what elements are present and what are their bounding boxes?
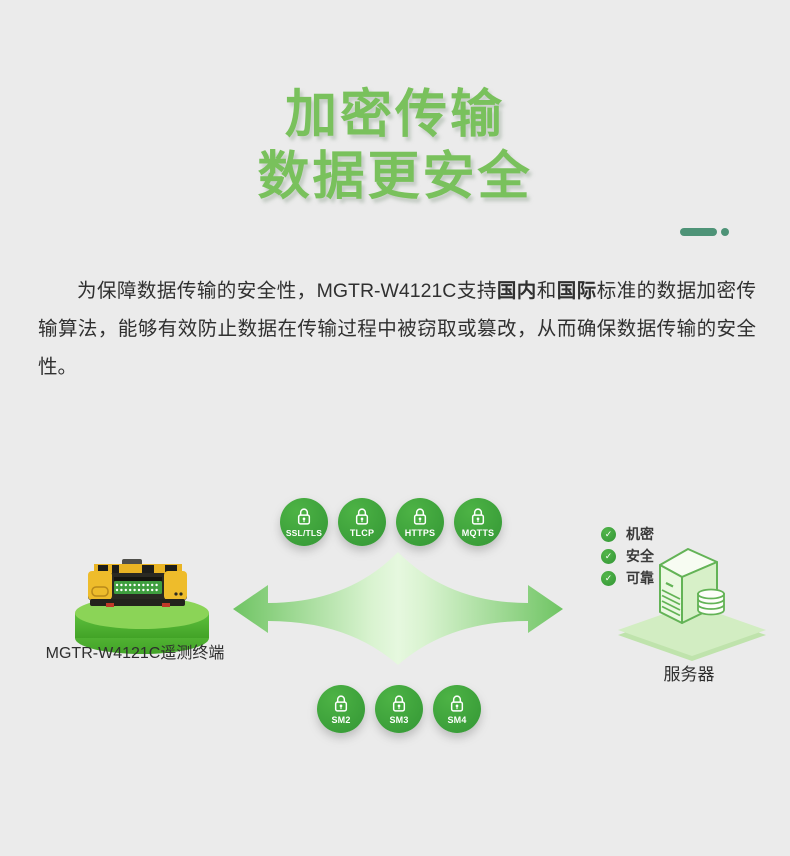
feature-row-reliable: ✓ 可靠	[601, 570, 654, 586]
protocol-label: SM3	[389, 715, 409, 725]
feature-row-confidential: ✓ 机密	[601, 526, 654, 542]
intro-text-3: 标准的数据加密传输算法，能够有效防止数据在传输过程中被窃取或篡改，从而确保数据传…	[38, 280, 756, 378]
protocol-badge-ssl-tls: SSL/TLS	[280, 498, 328, 546]
device-label: MGTR-W4121C遥测终端	[45, 645, 225, 662]
lock-icon	[450, 695, 464, 712]
intro-text-2: 和	[536, 280, 557, 302]
protocol-label: SM4	[447, 715, 467, 725]
lock-icon	[413, 508, 427, 525]
protocol-badge-https: HTTPS	[396, 498, 444, 546]
feature-label: 可靠	[626, 570, 654, 586]
dot-ornament	[721, 228, 729, 236]
lock-icon	[392, 695, 406, 712]
double-arrow	[233, 552, 563, 665]
protocol-badge-sm4: SM4	[433, 685, 481, 733]
protocol-badge-tlcp: TLCP	[338, 498, 386, 546]
lock-icon	[471, 508, 485, 525]
protocol-badge-sm2: SM2	[317, 685, 365, 733]
intro-text-1: 为保障数据传输的安全性，MGTR-W4121C支持	[77, 280, 497, 302]
intro-paragraph: 为保障数据传输的安全性，MGTR-W4121C支持国内和国际标准的数据加密传输算…	[38, 272, 756, 386]
protocol-label: TLCP	[349, 528, 375, 538]
lock-icon	[334, 695, 348, 712]
telemetry-device-illustration	[75, 559, 209, 654]
lock-icon	[297, 508, 311, 525]
check-icon: ✓	[601, 526, 616, 542]
page-title-line1: 加密传输	[284, 86, 505, 144]
server-label: 服务器	[663, 665, 715, 684]
protocol-label: SSL/TLS	[285, 528, 323, 538]
check-icon: ✓	[601, 548, 616, 564]
intro-bold-international: 国际	[556, 280, 597, 302]
intro-bold-domestic: 国内	[496, 280, 537, 302]
protocol-label: MQTTS	[461, 528, 495, 538]
check-icon: ✓	[601, 570, 616, 586]
dash-ornament	[680, 228, 717, 236]
feature-label: 安全	[626, 548, 654, 564]
lock-icon	[355, 508, 369, 525]
server-illustration	[618, 548, 766, 661]
feature-row-secure: ✓ 安全	[601, 548, 654, 564]
protocol-label: HTTPS	[404, 528, 436, 538]
page-title-line2: 数据更安全	[257, 148, 533, 206]
protocol-label: SM2	[331, 715, 351, 725]
feature-label: 机密	[626, 526, 654, 542]
protocol-badge-mqtts: MQTTS	[454, 498, 502, 546]
protocol-badge-sm3: SM3	[375, 685, 423, 733]
